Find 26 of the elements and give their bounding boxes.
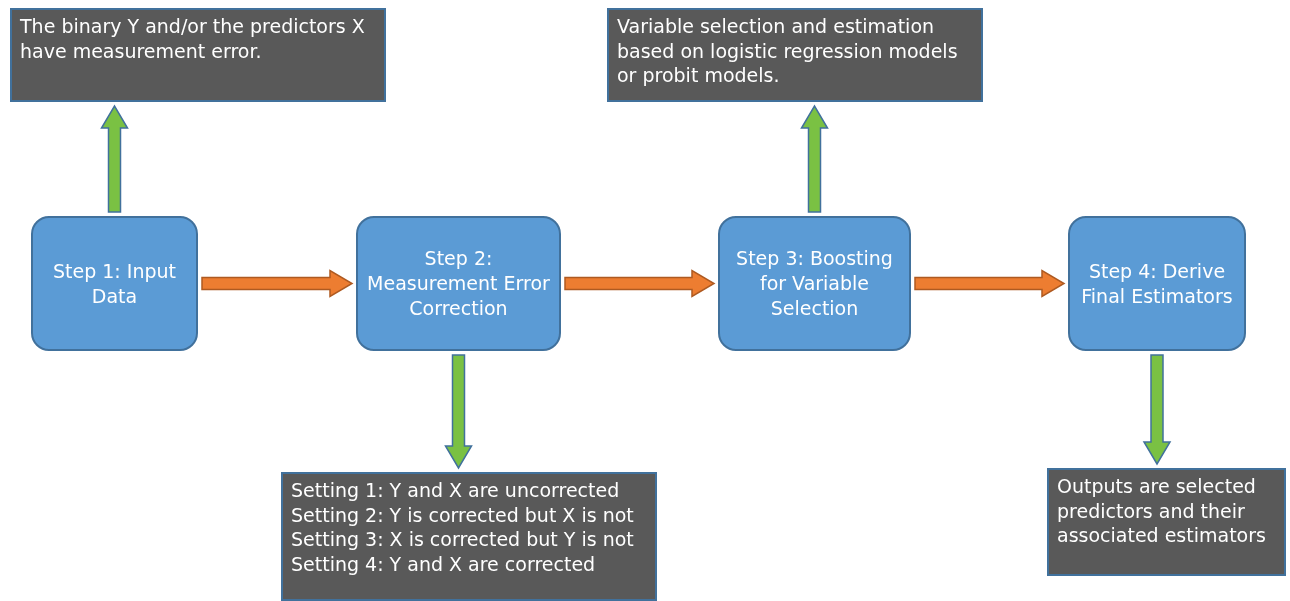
box-text: Setting 2: Y is corrected but X is not [291,502,635,528]
box-text: Setting 3: X is corrected but Y is not [291,527,635,553]
note-box [281,472,657,601]
box-text: Step 2: Measurement Error Correction [366,246,551,321]
process-box [356,216,561,351]
process-box [31,216,198,351]
note-box [1047,468,1286,576]
block-arrow [444,354,473,470]
box-text: Outputs are selected predictors and their associated estimators [1057,474,1267,549]
block-arrow [564,269,716,298]
block-arrow [201,269,354,298]
box-text: Setting 1: Y and X are uncorrected [291,478,621,503]
block-arrow [800,104,829,213]
box-text: Step 4: Derive Final Estimators [1080,258,1234,309]
box-text: Step 1: Input Data [52,258,177,309]
box-text: Step 3: Boosting for Variable Selection [735,246,894,321]
process-box [1068,216,1246,351]
note-box [10,8,386,102]
note-box [607,8,983,102]
process-box [718,216,911,351]
box-text: Variable selection and estimation based on logistic regression models or probit models. [617,14,959,89]
box-text: Setting 4: Y and X are corrected [291,552,597,577]
block-arrow [1142,354,1172,466]
block-arrow [100,104,129,213]
block-arrow [914,269,1066,298]
box-text: The binary Y and/or the predictors X have measurement error. [20,14,366,64]
